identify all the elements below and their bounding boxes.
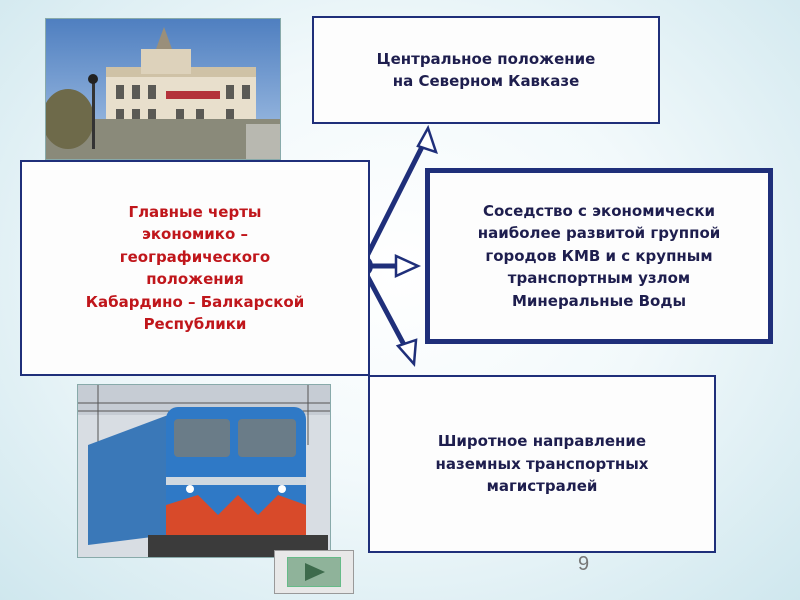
page-number: 9 — [578, 553, 590, 575]
feature-text-central-position: Центральное положение на Северном Кавказ… — [376, 49, 596, 91]
next-slide-button-face[interactable] — [287, 557, 341, 587]
feature-text-neighborhood: Соседство с экономически наиболее развит… — [477, 201, 721, 310]
arrowhead-middle-icon — [394, 254, 422, 278]
building-photo — [45, 18, 281, 160]
arrow-to-top — [359, 132, 431, 269]
feature-box-transport: Широтное направление наземных транспортн… — [368, 375, 716, 553]
main-topic-box: Главные черты экономико – географическог… — [20, 160, 370, 376]
arrowhead-top-icon — [416, 124, 438, 154]
feature-text-transport: Широтное направление наземных транспортн… — [435, 432, 649, 496]
next-slide-button[interactable] — [274, 550, 354, 594]
feature-box-neighborhood: Соседство с экономически наиболее развит… — [425, 168, 773, 344]
feature-box-central-position: Центральное положение на Северном Кавказ… — [312, 16, 660, 124]
arrow-to-bottom — [359, 263, 413, 359]
arrowhead-bottom-icon — [395, 338, 418, 368]
main-topic-text: Главные черты экономико – географическог… — [85, 202, 305, 334]
play-arrow-icon — [305, 563, 325, 581]
